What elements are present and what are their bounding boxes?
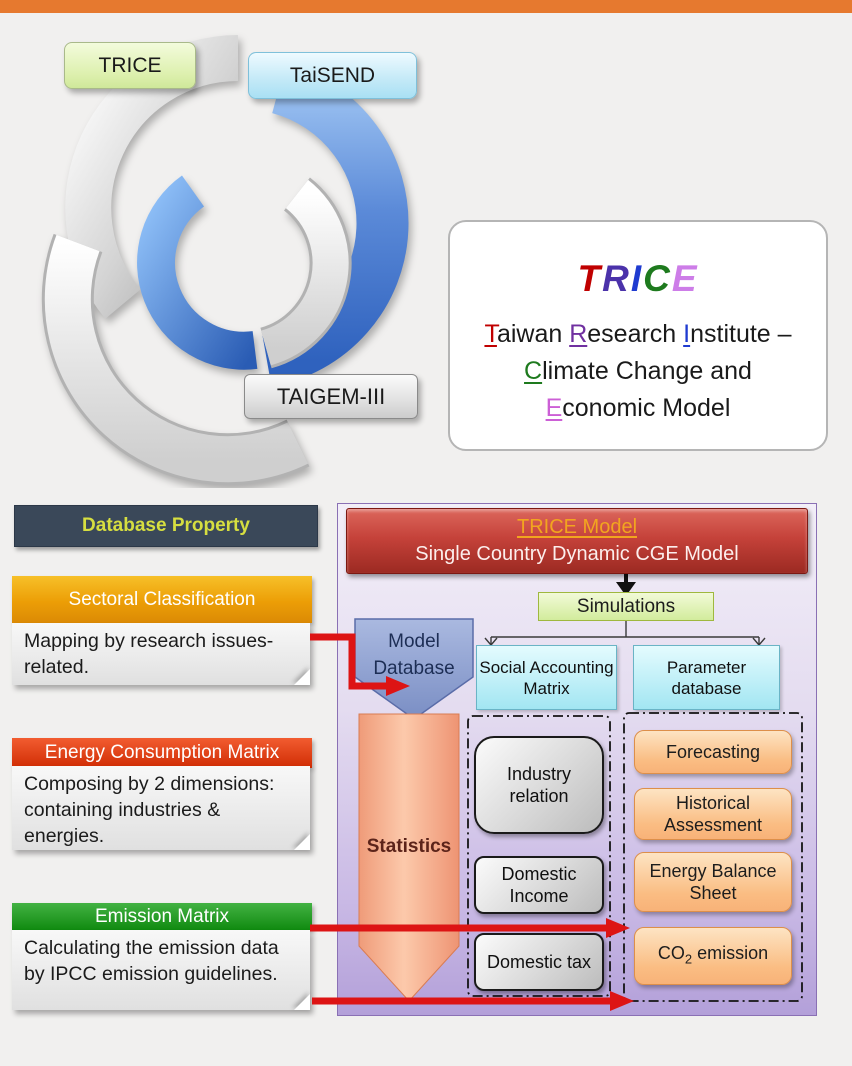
- taigem-chip: TAIGEM-III: [244, 374, 418, 419]
- acronym-letter: E: [671, 258, 699, 299]
- title-card: TRICE Taiwan Research Institute – Climat…: [448, 220, 828, 451]
- title-card-subtitle: Taiwan Research Institute – Climate Chan…: [450, 316, 826, 427]
- social-accounting-matrix-box: Social Accounting Matrix: [476, 645, 617, 710]
- trice-chip-label: TRICE: [98, 53, 162, 77]
- taisend-chip: TaiSEND: [248, 52, 417, 99]
- section-title-sectoral-classification: Sectoral Classification: [12, 576, 312, 623]
- acronym-letter: T: [577, 258, 603, 299]
- section-title-energy-consumption-matrix: Energy Consumption Matrix: [12, 738, 312, 768]
- output-box-historical-assessment: Historical Assessment: [634, 788, 792, 840]
- simulations-connectors: [484, 621, 766, 647]
- data-box-domestic-income: Domestic Income: [474, 856, 604, 914]
- output-box-energy-balance-sheet: Energy Balance Sheet: [634, 852, 792, 912]
- section-title-emission-matrix: Emission Matrix: [12, 903, 312, 930]
- data-box-industry-relation: Industry relation: [474, 736, 604, 834]
- subtitle-line-2: Climate Change and: [524, 357, 752, 385]
- accent-bar: [0, 0, 852, 13]
- output-box-co2-emission: CO2 emission: [634, 927, 792, 985]
- simulations-box: Simulations: [538, 592, 714, 621]
- statistics-label: Statistics: [366, 836, 452, 857]
- data-group-frame: [467, 715, 611, 997]
- database-property-label: Database Property: [82, 515, 250, 536]
- database-property-header: Database Property: [14, 505, 318, 547]
- trice-chip: TRICE: [64, 42, 196, 89]
- inner-blue-arc: [137, 175, 258, 370]
- acronym-letter: R: [602, 258, 631, 299]
- section-note-emission-matrix: Calculating the emission data by IPCC em…: [12, 930, 310, 1010]
- taigem-chip-label: TAIGEM-III: [276, 383, 386, 409]
- panel-title: TRICE Model: [516, 516, 638, 538]
- output-box-forecasting: Forecasting: [634, 730, 792, 774]
- co2-label: CO2 emission: [657, 942, 769, 967]
- parameter-database-box: Parameter database: [633, 645, 780, 710]
- inner-white-arc: [260, 179, 349, 366]
- bottom-white-arc: [44, 234, 309, 483]
- trice-acronym: TRICE: [450, 258, 826, 300]
- panel-header: TRICE Model Single Country Dynamic CGE M…: [346, 508, 808, 574]
- model-database-label: Model Database: [373, 631, 455, 679]
- cycle-rings-graphic: [41, 35, 409, 486]
- output-group-frame: [623, 712, 803, 1002]
- panel-subtitle: Single Country Dynamic CGE Model: [415, 543, 739, 565]
- acronym-letter: I: [630, 258, 644, 299]
- data-box-domestic-tax: Domestic tax: [474, 933, 604, 991]
- subtitle-line-1: Taiwan Research Institute –: [484, 320, 792, 348]
- section-note-sectoral-classification: Mapping by research issues-related.: [12, 623, 310, 685]
- taisend-chip-label: TaiSEND: [289, 63, 376, 87]
- model-panel: TRICE Model Single Country Dynamic CGE M…: [337, 503, 817, 1016]
- down-arrow-icon: [616, 574, 636, 596]
- section-note-energy-consumption-matrix: Composing by 2 dimensions: containing in…: [12, 766, 310, 850]
- acronym-letter: C: [643, 258, 672, 299]
- subtitle-line-3: Economic Model: [545, 394, 731, 422]
